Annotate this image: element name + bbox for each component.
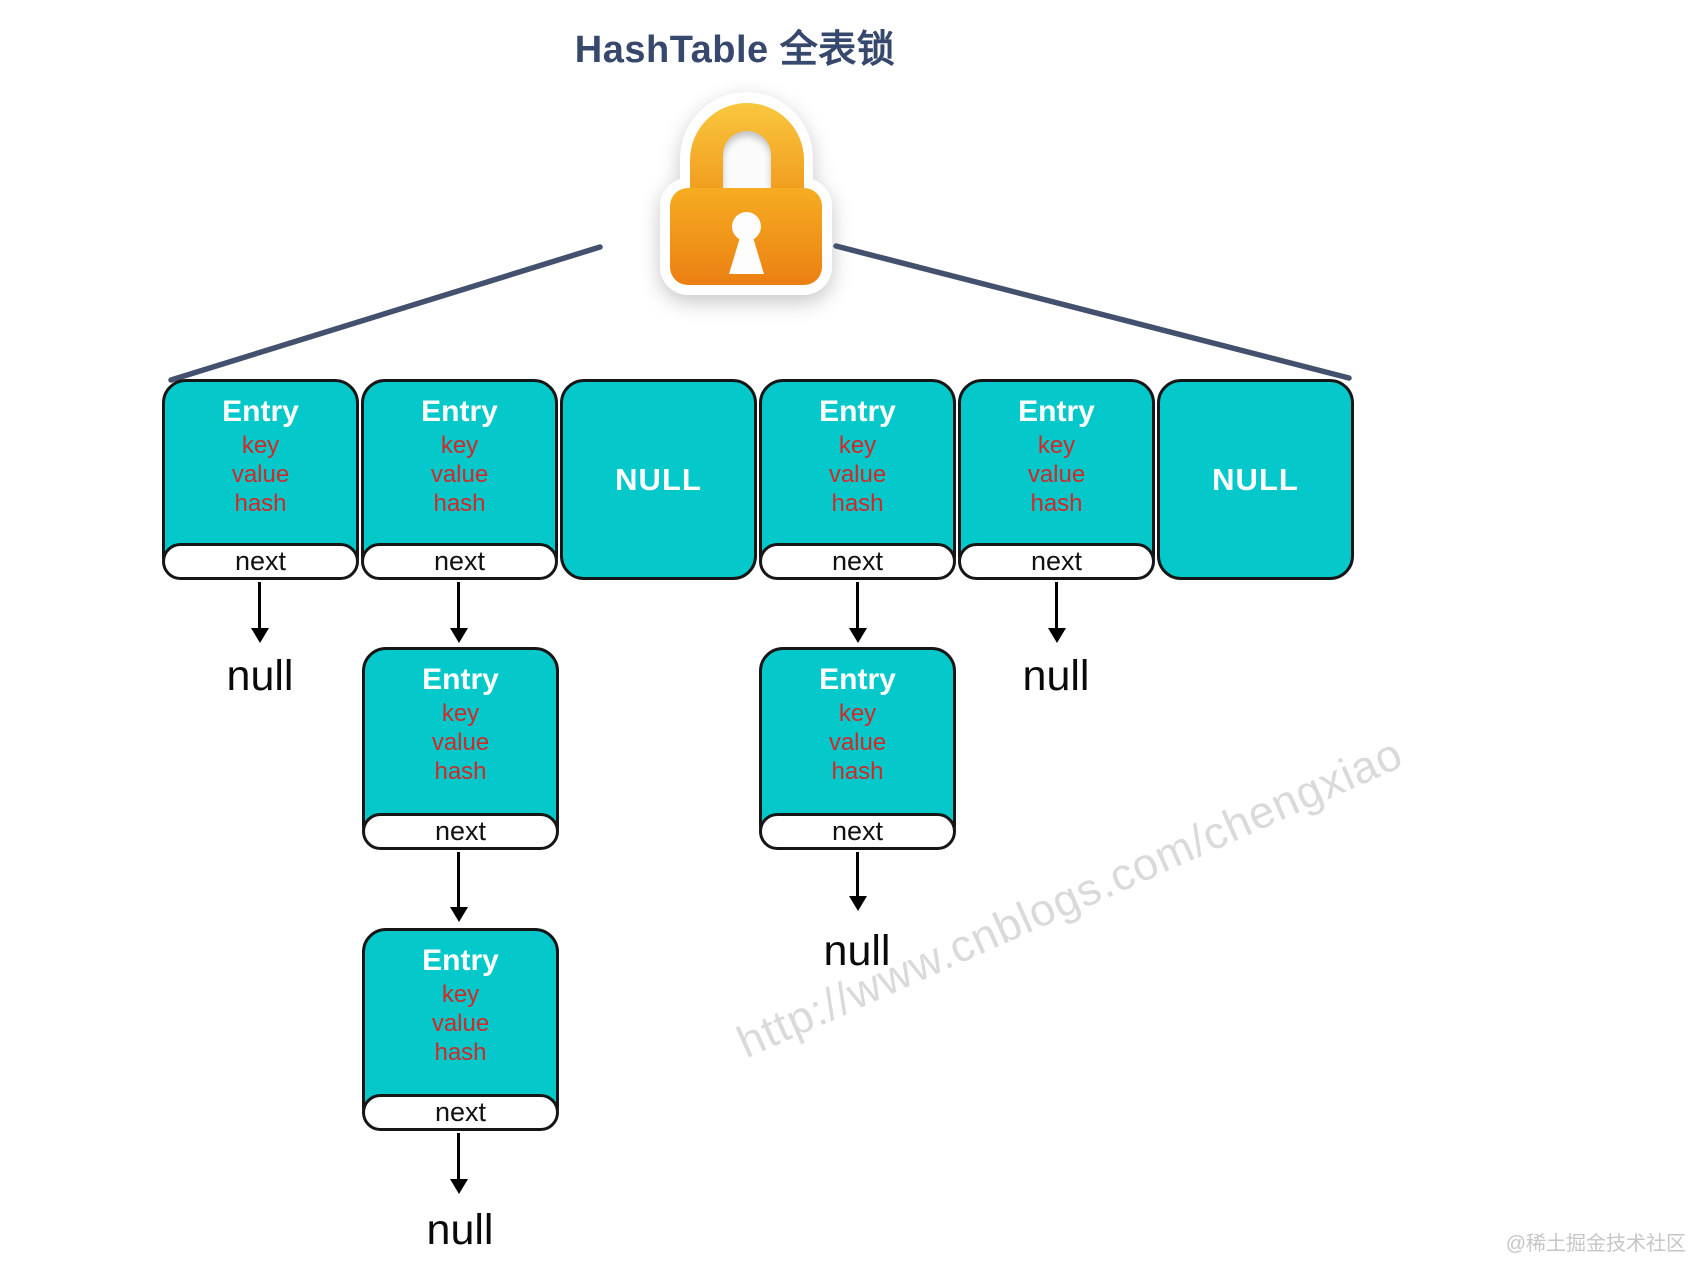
- entry-field-key: key: [441, 981, 480, 1008]
- padlock-icon: [660, 88, 832, 295]
- bucket-3-chain-entry-1: Entry key value hash next: [759, 647, 956, 850]
- entry-field-value: value: [431, 729, 490, 756]
- entry-field-value: value: [1027, 461, 1086, 488]
- bucket-1-next-arrow: [450, 582, 468, 643]
- bucket-3-null-text: null: [823, 927, 891, 975]
- bucket-1-chain-entry-2: Entry key value hash next: [362, 928, 559, 1131]
- bucket-3-entry-cell: Entry key value hash next: [759, 379, 956, 580]
- entry-title: Entry: [222, 395, 299, 428]
- entry-field-key: key: [1037, 432, 1076, 459]
- entry-field-value: value: [430, 461, 489, 488]
- next-pointer: next: [362, 813, 559, 850]
- bucket-1-null-text: null: [426, 1206, 494, 1254]
- bucket-1-chain-entry-1: Entry key value hash next: [362, 647, 559, 850]
- bucket-3-chain-arrow-1: [849, 852, 867, 911]
- lock-connector-line-left: [168, 244, 603, 383]
- entry-title: Entry: [422, 944, 499, 977]
- entry-title: Entry: [422, 663, 499, 696]
- next-pointer: next: [162, 543, 359, 580]
- bucket-4-entry-cell: Entry key value hash next: [958, 379, 1155, 580]
- attribution-text: @稀土掘金技术社区: [1505, 1233, 1686, 1255]
- entry-title: Entry: [421, 395, 498, 428]
- entry-field-hash: hash: [234, 490, 287, 517]
- bucket-1-entry-cell: Entry key value hash next: [361, 379, 558, 580]
- entry-field-hash: hash: [831, 490, 884, 517]
- entry-field-hash: hash: [433, 490, 486, 517]
- bucket-1-chain-arrow-2: [450, 1133, 468, 1194]
- entry-field-key: key: [441, 700, 480, 727]
- entry-field-value: value: [431, 1010, 490, 1037]
- entry-field-hash: hash: [1030, 490, 1083, 517]
- null-slot-label: NULL: [1212, 461, 1299, 497]
- bucket-5-null-cell: NULL: [1157, 379, 1354, 580]
- entry-field-hash: hash: [434, 1039, 487, 1066]
- page-title: HashTable 全表锁: [574, 29, 896, 71]
- bucket-3-next-arrow: [849, 582, 867, 643]
- entry-field-value: value: [828, 461, 887, 488]
- entry-field-value: value: [231, 461, 290, 488]
- bucket-2-null-cell: NULL: [560, 379, 757, 580]
- null-slot-label: NULL: [615, 461, 702, 497]
- entry-field-hash: hash: [434, 758, 487, 785]
- entry-field-key: key: [241, 432, 280, 459]
- next-pointer: next: [759, 813, 956, 850]
- bucket-4-next-arrow: [1048, 582, 1066, 643]
- lock-connector-line-right: [833, 243, 1352, 381]
- bucket-1-chain-arrow-1: [450, 852, 468, 922]
- bucket-0-next-arrow: [251, 582, 269, 643]
- entry-field-hash: hash: [831, 758, 884, 785]
- bucket-0-entry-cell: Entry key value hash next: [162, 379, 359, 580]
- next-pointer: next: [362, 1094, 559, 1131]
- entry-field-key: key: [838, 700, 877, 727]
- entry-field-key: key: [838, 432, 877, 459]
- entry-field-key: key: [440, 432, 479, 459]
- next-pointer: next: [361, 543, 558, 580]
- entry-title: Entry: [819, 395, 896, 428]
- entry-title: Entry: [819, 663, 896, 696]
- next-pointer: next: [759, 543, 956, 580]
- entry-field-value: value: [828, 729, 887, 756]
- bucket-4-null-text: null: [1022, 652, 1090, 700]
- entry-title: Entry: [1018, 395, 1095, 428]
- bucket-0-null-text: null: [226, 652, 294, 700]
- next-pointer: next: [958, 543, 1155, 580]
